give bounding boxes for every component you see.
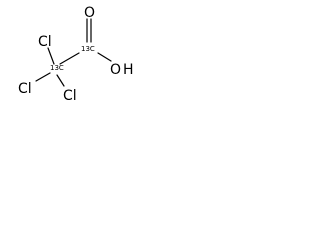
bond-c-cl-bottom: [56, 74, 65, 87]
atom-o-carbonyl: O: [84, 5, 95, 21]
atom-h-hydroxyl: H: [123, 62, 134, 78]
atom-cl-left: Cl: [18, 81, 32, 97]
bond-c-cl-top: [47, 47, 55, 65]
bond-c-c: [59, 52, 80, 65]
atom-cl-bottom: Cl: [63, 88, 77, 104]
bond-c-cl-left: [35, 72, 51, 82]
structure-diagram: O O H Cl Cl Cl 13C 13C: [18, 5, 134, 104]
isotope-labels: 13C 13C: [50, 45, 95, 72]
atom-cl-top: Cl: [38, 34, 52, 50]
atom-labels: O O H Cl Cl Cl: [18, 5, 134, 104]
bonds: [35, 18, 112, 87]
isotope-label-carboxyl-carbon: 13C: [81, 45, 95, 53]
atom-o-hydroxyl: O: [110, 62, 121, 78]
bond-c-o-single: [97, 52, 112, 62]
isotope-label-alpha-carbon: 13C: [50, 64, 64, 72]
